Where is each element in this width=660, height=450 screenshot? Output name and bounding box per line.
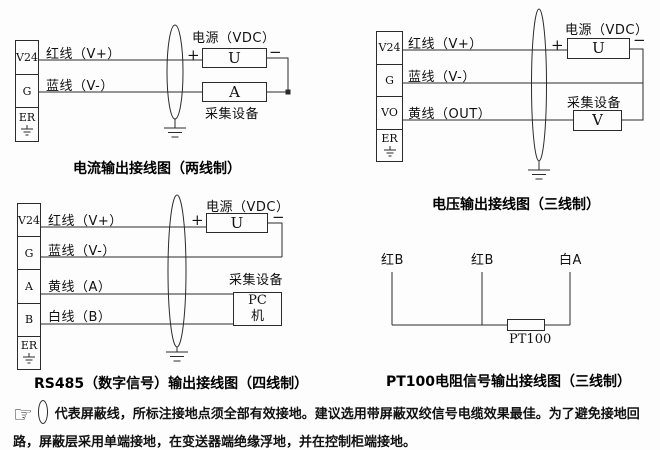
terminal-block-current: V24 G ER bbox=[15, 40, 39, 142]
voltage-diagram-wires bbox=[403, 8, 644, 180]
shield-ellipse bbox=[166, 24, 184, 120]
pc-box: PC 机 bbox=[233, 292, 282, 326]
wire-label-yellow: 黄线（OUT） bbox=[408, 107, 492, 122]
terminal-a: A bbox=[18, 269, 40, 302]
ground-symbol bbox=[164, 127, 186, 138]
pt100-diagram-title: PT100电阻信号输出接线图（三线制） bbox=[386, 374, 632, 390]
minus-sign: − bbox=[633, 31, 646, 49]
terminal-g: G bbox=[18, 236, 40, 269]
terminal-v24: V24 bbox=[18, 213, 40, 227]
pc-box-line2: 机 bbox=[250, 309, 264, 324]
ground-icon bbox=[21, 125, 33, 136]
ammeter-box: A bbox=[202, 82, 267, 102]
pt100-diagram-wires bbox=[391, 272, 571, 326]
terminal-er-label: ER bbox=[18, 111, 36, 125]
ground-symbol bbox=[166, 351, 188, 362]
collector-label: 采集设备 bbox=[567, 96, 622, 111]
voltmeter-v-box: V bbox=[573, 110, 622, 131]
wire-label-blue: 蓝线（V-） bbox=[48, 244, 116, 259]
pt100-lead-label-red1: 红B bbox=[381, 253, 404, 268]
plus-sign: + bbox=[187, 46, 200, 64]
power-negative-link bbox=[268, 222, 283, 257]
current-diagram-wires bbox=[39, 24, 291, 138]
pt100-lead-label-white: 白A bbox=[559, 253, 582, 268]
junction-dot bbox=[285, 89, 291, 95]
collector-label: 采集设备 bbox=[205, 107, 260, 122]
wire-label-yellow: 黄线（A） bbox=[48, 280, 112, 295]
ground-icon bbox=[383, 145, 396, 157]
terminal-er-label: ER bbox=[20, 339, 38, 353]
ground-symbol bbox=[528, 169, 550, 180]
ground-icon bbox=[23, 353, 35, 364]
power-supply-label: 电源（VDC） bbox=[565, 23, 649, 38]
terminal-block-voltage: V24 G VO ER bbox=[376, 31, 403, 162]
power-negative-link bbox=[622, 48, 644, 121]
terminal-block-rs485: V24 G A B ER bbox=[17, 203, 41, 370]
wire-label-red: 红线（V+） bbox=[48, 214, 123, 229]
terminal-vo: VO bbox=[377, 96, 402, 129]
terminal-er: ER bbox=[16, 107, 38, 141]
power-supply-label: 电源（VDC） bbox=[192, 31, 276, 46]
shield-note-text: 代表屏蔽线，所标注接地点须全部有效接地。建议选用带屏蔽双绞信号电缆效果最佳。为了… bbox=[13, 407, 640, 450]
pt100-resistor-box bbox=[507, 319, 545, 331]
shield-ellipse bbox=[531, 8, 547, 162]
terminal-g: G bbox=[16, 73, 38, 108]
voltage-diagram-title: 电压输出接线图（三线制） bbox=[432, 197, 600, 213]
wire-label-blue: 蓝线（V-） bbox=[408, 70, 476, 85]
shield-ellipse-icon bbox=[37, 400, 48, 424]
current-diagram-title: 电流输出接线图（两线制） bbox=[73, 161, 241, 177]
rs485-diagram-wires bbox=[41, 194, 283, 362]
voltmeter-box: U bbox=[202, 48, 267, 68]
terminal-g: G bbox=[377, 63, 402, 97]
terminal-er: ER bbox=[377, 128, 402, 162]
plus-sign: + bbox=[551, 36, 564, 54]
wire-label-red: 红线（V+） bbox=[408, 37, 483, 52]
power-negative-link bbox=[267, 57, 289, 92]
pt100-lead-label-red2: 红B bbox=[471, 253, 494, 268]
terminal-er-label: ER bbox=[381, 131, 398, 145]
pointing-hand-icon: ☞ bbox=[13, 403, 33, 428]
shield-note: ☞代表屏蔽线，所标注接地点须全部有效接地。建议选用带屏蔽双绞信号电缆效果最佳。为… bbox=[13, 398, 653, 450]
collector-label: 采集设备 bbox=[229, 273, 284, 288]
terminal-v24: V24 bbox=[16, 50, 38, 64]
minus-sign: − bbox=[272, 208, 285, 226]
plus-sign: + bbox=[191, 211, 204, 229]
wire-label-white: 白线（B） bbox=[48, 310, 112, 325]
terminal-er: ER bbox=[18, 335, 40, 369]
wire-label-blue: 蓝线（V-） bbox=[46, 79, 114, 94]
voltmeter-box: U bbox=[206, 213, 268, 233]
minus-sign: − bbox=[269, 43, 282, 61]
wire-label-red: 红线（V+） bbox=[46, 47, 121, 62]
voltmeter-u-box: U bbox=[567, 38, 630, 59]
pt100-resistor-label: PT100 bbox=[509, 332, 552, 347]
terminal-v24: V24 bbox=[378, 41, 401, 55]
power-supply-label: 电源（VDC） bbox=[206, 200, 290, 215]
rs485-diagram-title: RS485（数字信号）输出接线图（四线制） bbox=[34, 376, 309, 392]
pc-box-line1: PC bbox=[248, 293, 267, 308]
terminal-b: B bbox=[18, 302, 40, 336]
